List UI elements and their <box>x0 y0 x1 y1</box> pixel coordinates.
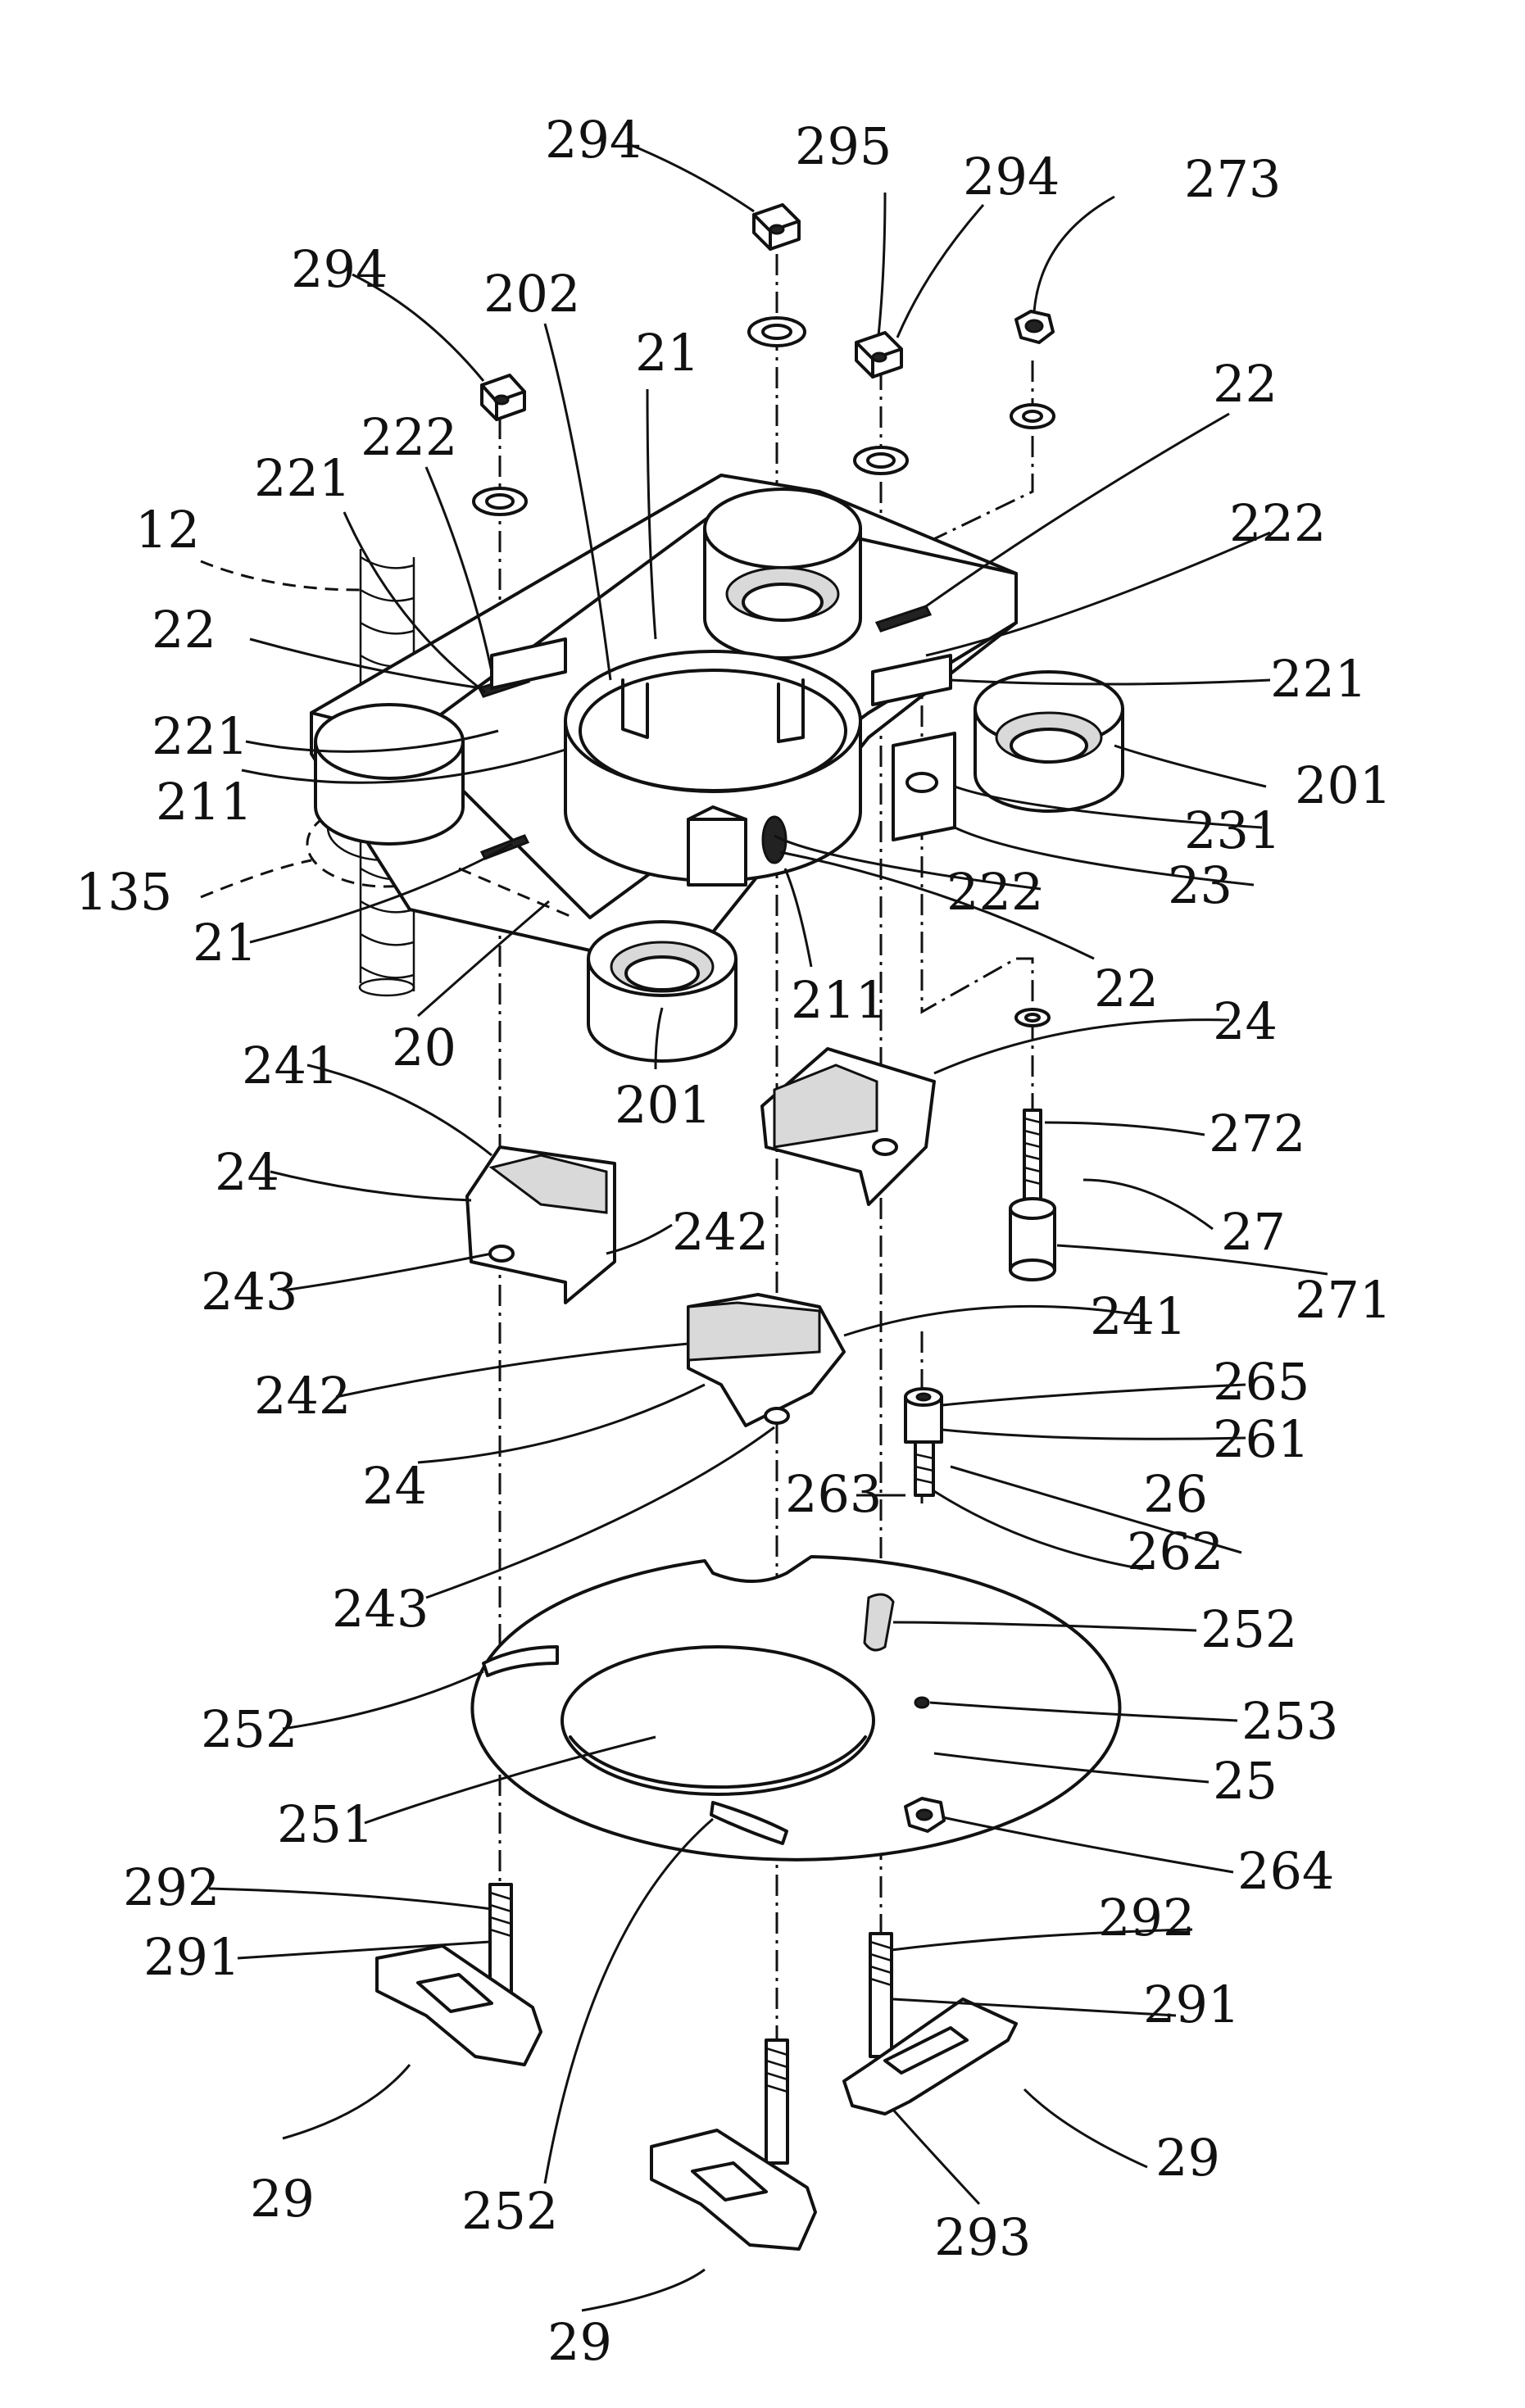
label-265: 265 <box>1213 1352 1309 1412</box>
block-24-left <box>467 1147 615 1303</box>
label-22-left: 22 <box>152 600 216 660</box>
label-24-center: 24 <box>362 1456 427 1516</box>
label-12: 12 <box>135 500 200 560</box>
mount-tab-23 <box>893 733 955 840</box>
nut-273 <box>1016 311 1053 342</box>
clamp-screw-29-right <box>844 1934 1016 2114</box>
label-222-front: 222 <box>946 862 1043 922</box>
label-251: 251 <box>277 1794 374 1854</box>
label-222-right: 222 <box>1229 493 1326 553</box>
bolt-27 <box>1010 1009 1055 1280</box>
label-20: 20 <box>392 1018 456 1077</box>
square-nut-294-center <box>754 205 799 249</box>
label-241-center: 241 <box>1090 1286 1187 1346</box>
label-295: 295 <box>795 116 892 176</box>
label-202: 202 <box>483 264 580 324</box>
reference-labels: 294 294 295 294 273 202 21 22 222 221 12… <box>75 110 1391 2372</box>
label-271: 271 <box>1295 1270 1391 1330</box>
label-243-center: 243 <box>332 1579 429 1639</box>
square-nut-295 <box>856 333 901 377</box>
label-293: 293 <box>934 2207 1031 2267</box>
label-252-right: 252 <box>1200 1599 1297 1659</box>
clamp-screw-29-left <box>377 1884 541 2065</box>
label-292-right: 292 <box>1098 1888 1195 1948</box>
label-262: 262 <box>1127 1521 1223 1581</box>
label-263: 263 <box>785 1464 882 1524</box>
label-252-front: 252 <box>461 2181 558 2241</box>
label-221-left: 221 <box>152 706 248 766</box>
label-253: 253 <box>1241 1691 1338 1751</box>
label-29-center: 29 <box>547 2312 612 2372</box>
block-24-right <box>762 1049 934 1204</box>
label-135: 135 <box>75 862 172 922</box>
label-291-left: 291 <box>143 1927 240 1987</box>
pin-26 <box>905 1389 942 1495</box>
label-22-right: 22 <box>1213 354 1278 414</box>
boss-201-back <box>705 489 860 658</box>
label-211-left: 211 <box>156 772 252 832</box>
label-25: 25 <box>1213 1751 1278 1811</box>
label-24-right: 24 <box>1213 991 1278 1051</box>
label-242-left: 242 <box>672 1202 769 1262</box>
boss-201-right <box>975 672 1123 811</box>
label-201-front: 201 <box>615 1075 711 1135</box>
label-221-right: 221 <box>1270 649 1367 709</box>
label-211-front: 211 <box>791 970 887 1030</box>
label-21-left: 21 <box>193 913 257 973</box>
label-241-left: 241 <box>242 1036 338 1095</box>
block-24-center <box>688 1295 844 1426</box>
label-24-left: 24 <box>215 1142 279 1202</box>
label-22-front: 22 <box>1094 959 1159 1018</box>
label-29-left: 29 <box>250 2169 315 2229</box>
label-273: 273 <box>1184 149 1281 209</box>
label-23: 23 <box>1168 855 1232 915</box>
label-292-left: 292 <box>123 1857 220 1917</box>
boss-201-front <box>588 922 736 1061</box>
label-243-left: 243 <box>201 1262 297 1322</box>
label-201-right: 201 <box>1295 755 1391 815</box>
label-294-right: 294 <box>963 147 1060 206</box>
square-nut-294-left <box>482 375 524 419</box>
washer-center <box>749 318 805 346</box>
clamp-screw-29-center <box>651 2040 815 2249</box>
label-221-left-top: 221 <box>254 448 351 508</box>
label-231: 231 <box>1184 800 1281 860</box>
label-27: 27 <box>1221 1202 1286 1262</box>
label-252-left: 252 <box>201 1699 297 1759</box>
washer-273 <box>1011 405 1054 428</box>
label-264: 264 <box>1237 1841 1334 1901</box>
label-222-left: 222 <box>361 407 457 467</box>
washer-right <box>855 447 907 474</box>
label-294-left: 294 <box>291 239 388 299</box>
label-29-right: 29 <box>1155 2128 1220 2188</box>
label-294-center: 294 <box>545 110 642 170</box>
label-242-center: 242 <box>254 1366 351 1426</box>
label-261: 261 <box>1213 1409 1309 1469</box>
label-291-right: 291 <box>1143 1975 1240 2034</box>
label-26: 26 <box>1143 1464 1208 1524</box>
washer-left <box>474 488 526 515</box>
boss-201-left <box>315 705 463 844</box>
label-21-top: 21 <box>635 323 700 383</box>
label-272: 272 <box>1209 1104 1305 1163</box>
